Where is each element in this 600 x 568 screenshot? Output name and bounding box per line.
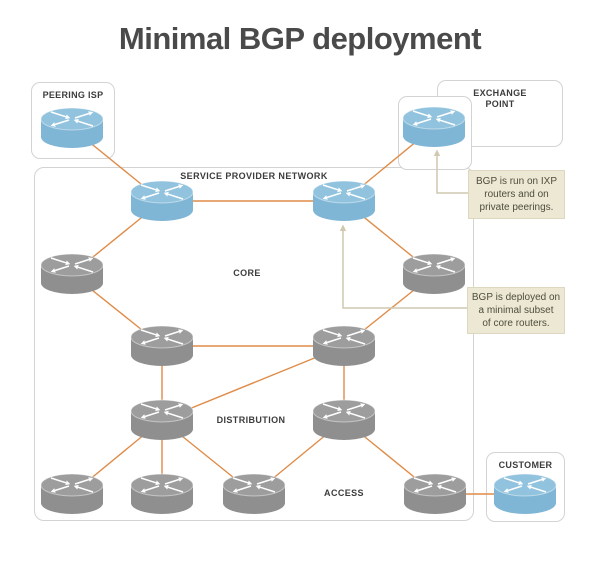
callout-core-note: BGP is deployed on a minimal subset of c… [467, 287, 565, 334]
access-label: ACCESS [324, 488, 364, 498]
exchange-point-label: EXCHANGE POINT [473, 88, 527, 109]
service-provider-network-box [34, 167, 474, 521]
callout-ixp-note: BGP is run on IXP routers and on private… [468, 170, 565, 219]
customer-box: CUSTOMER [486, 452, 565, 522]
page-title: Minimal BGP deployment [118, 21, 482, 56]
customer-label: CUSTOMER [498, 460, 553, 470]
distribution-label: DISTRIBUTION [216, 415, 286, 425]
service-provider-network-label: SERVICE PROVIDER NETWORK [180, 171, 328, 181]
peering-isp-label: PEERING ISP [42, 90, 104, 100]
core-label: CORE [233, 268, 261, 278]
peering-isp-box: PEERING ISP [31, 82, 115, 159]
exchange-router-box [398, 96, 472, 170]
